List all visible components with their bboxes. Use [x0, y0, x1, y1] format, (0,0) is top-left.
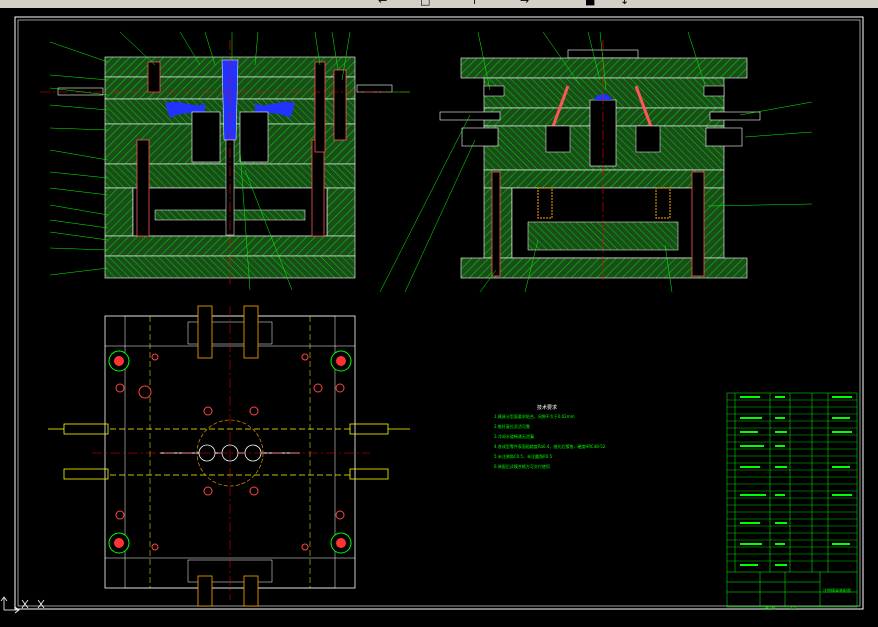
title-block: [726, 392, 858, 608]
ucs-icon: [0, 596, 45, 614]
sheet-border: [14, 16, 864, 610]
tool-icon-1[interactable]: ←: [378, 0, 388, 7]
tool-icon-5[interactable]: ■: [585, 0, 596, 7]
bom-rows: [727, 399, 857, 562]
inner-border: [17, 19, 861, 607]
tech-requirement-2: 2.推杆复位灵活可靠: [494, 424, 530, 429]
tech-requirement-1: 1.模具分型面要求贴合，间隙不大于0.02mm: [494, 414, 575, 419]
tech-requirement-5: 5.未注倒角C0.5，未注圆角R0.5: [494, 454, 553, 459]
side-view-leaders: [379, 31, 813, 293]
side-section-view: [439, 40, 761, 280]
drawing-title: 注塑模具装配图: [823, 588, 851, 593]
sheet-number: 第1张: [765, 605, 776, 610]
front-section-view: [40, 40, 410, 285]
tool-icon-2[interactable]: □: [420, 0, 431, 7]
plan-view: [48, 305, 410, 607]
front-view-leaders: [49, 31, 410, 291]
tech-requirement-6: 6.装配后试模合格方可交付使用: [494, 464, 550, 469]
tech-requirements-title: 技术要求: [537, 405, 558, 411]
tool-icon-6[interactable]: ↓: [620, 0, 630, 7]
tool-icon-4[interactable]: →: [520, 0, 530, 7]
cad-drawing: [0, 16, 864, 614]
bom-text-marks: [740, 396, 852, 566]
drawing-canvas[interactable]: 技术要求 1.模具分型面要求贴合，间隙不大于0.02mm 2.推杆复位灵活可靠 …: [0, 8, 878, 627]
tool-icon-3[interactable]: ↑: [470, 0, 480, 7]
drawing-scale: 1:1: [790, 605, 797, 610]
tech-requirement-4: 4.各成型零件表面粗糙度Ra0.4，抛光后镀铬，硬度HRC48-52: [494, 444, 606, 449]
tech-requirement-3: 3.冷却水道畅通无泄漏: [494, 434, 534, 439]
